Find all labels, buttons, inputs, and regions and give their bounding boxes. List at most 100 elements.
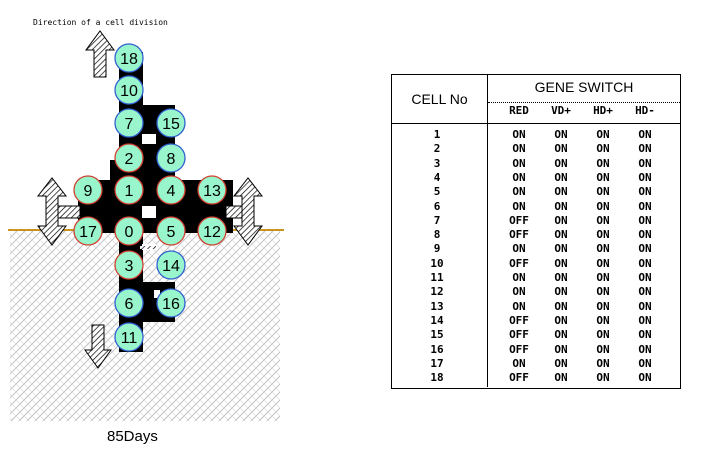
cell-label: 11 bbox=[121, 330, 138, 347]
cell-label: 2 bbox=[125, 151, 134, 168]
cell-circle bbox=[156, 175, 186, 205]
col-header-hd-plus: HD+ bbox=[593, 104, 613, 117]
cell-label: 7 bbox=[125, 116, 134, 133]
hd-plus-switch: ON bbox=[596, 328, 610, 342]
vd-plus-switch: ON bbox=[554, 213, 568, 227]
vd-plus-switch: ON bbox=[554, 199, 568, 213]
arrow-left-horizontal-icon bbox=[57, 205, 81, 219]
cell-4: 4 bbox=[156, 175, 186, 205]
cell-circle bbox=[73, 175, 103, 205]
hd-minus-switch: ON bbox=[638, 271, 652, 284]
soil-region bbox=[10, 231, 280, 421]
cell-0: 0 bbox=[114, 216, 144, 246]
cell-number: 6 bbox=[433, 199, 441, 213]
hd-plus-switch: ON bbox=[596, 256, 610, 270]
red-switch: OFF bbox=[509, 313, 529, 327]
hd-plus-switch: ON bbox=[596, 342, 610, 356]
hd-minus-switch: ON bbox=[638, 156, 652, 170]
cell-label: 4 bbox=[167, 183, 176, 200]
hd-minus-switch: ON bbox=[638, 142, 652, 156]
cell-circle bbox=[114, 216, 144, 246]
cell-15: 15 bbox=[156, 108, 186, 138]
cell-number: 2 bbox=[433, 142, 441, 156]
cell-circle bbox=[114, 108, 144, 138]
vd-plus-switch: ON bbox=[554, 313, 568, 327]
cell-7: 7 bbox=[114, 108, 144, 138]
cell-label: 15 bbox=[162, 116, 180, 133]
cell-circle bbox=[114, 43, 144, 73]
cell-circle bbox=[156, 288, 186, 318]
vd-plus-switch: ON bbox=[554, 185, 568, 199]
cell-6: 6 bbox=[114, 288, 144, 318]
red-switch: ON bbox=[512, 128, 526, 141]
red-switch: ON bbox=[512, 285, 526, 299]
vd-plus-switch: ON bbox=[554, 342, 568, 356]
hd-plus-switch: ON bbox=[596, 285, 610, 299]
cell-number: 1 bbox=[433, 128, 441, 141]
cell-label: 3 bbox=[125, 258, 134, 275]
red-switch: OFF bbox=[509, 342, 529, 356]
cell-label: 17 bbox=[79, 224, 97, 241]
hd-plus-switch: ON bbox=[596, 228, 610, 242]
cell-label: 5 bbox=[167, 224, 176, 241]
vd-plus-switch: ON bbox=[554, 371, 568, 385]
arrow-right-vertical-icon bbox=[232, 177, 264, 246]
cell-circle bbox=[156, 250, 186, 280]
cell-2: 2 bbox=[114, 143, 144, 173]
division-caption: Direction of a cell division bbox=[33, 18, 168, 27]
cell-circle bbox=[197, 175, 227, 205]
arrow-left-vertical-icon bbox=[36, 177, 68, 246]
red-switch: ON bbox=[512, 142, 526, 156]
cell-circle bbox=[114, 322, 144, 352]
days-label: 85Days bbox=[107, 428, 158, 445]
vd-plus-switch: ON bbox=[554, 156, 568, 170]
cell-11: 11 bbox=[114, 322, 144, 352]
cell-circle bbox=[73, 216, 103, 246]
cell-label: 16 bbox=[162, 296, 180, 313]
cell-circle bbox=[114, 288, 144, 318]
division-arrows bbox=[36, 30, 264, 369]
vd-plus-switch: ON bbox=[554, 128, 568, 141]
red-switch: ON bbox=[512, 271, 526, 284]
hd-plus-switch: ON bbox=[596, 371, 610, 385]
cell-circle bbox=[114, 250, 144, 280]
table-dotted-divider bbox=[488, 102, 680, 103]
col-header-hd-minus: HD- bbox=[635, 104, 655, 117]
cell-label: 0 bbox=[125, 224, 134, 241]
cell-14: 14 bbox=[156, 250, 186, 280]
cell-number: 10 bbox=[430, 256, 444, 270]
cell-label: 9 bbox=[84, 183, 93, 200]
cell-label: 10 bbox=[120, 83, 138, 100]
red-switch: OFF bbox=[509, 256, 529, 270]
hd-plus-switch: ON bbox=[596, 271, 610, 284]
cell-3: 3 bbox=[114, 250, 144, 280]
cell-number: 16 bbox=[430, 342, 444, 356]
hd-minus-switch: ON bbox=[638, 256, 652, 270]
col-header-red: RED bbox=[509, 104, 529, 117]
cell-10: 10 bbox=[114, 75, 144, 105]
red-switch: ON bbox=[512, 170, 526, 184]
red-switch: ON bbox=[512, 185, 526, 199]
cell-circle bbox=[114, 175, 144, 205]
hd-plus-switch: ON bbox=[596, 170, 610, 184]
hd-plus-switch: ON bbox=[596, 356, 610, 370]
vd-plus-switch: ON bbox=[554, 328, 568, 342]
hd-plus-switch: ON bbox=[596, 128, 610, 141]
cell-circle bbox=[156, 143, 186, 173]
cell-number: 5 bbox=[433, 185, 441, 199]
vd-plus-switch: ON bbox=[554, 271, 568, 284]
hd-minus-switch: ON bbox=[638, 313, 652, 327]
red-switch: ON bbox=[512, 199, 526, 213]
hd-plus-switch: ON bbox=[596, 142, 610, 156]
cell-label: 6 bbox=[125, 296, 134, 313]
red-switch: ON bbox=[512, 299, 526, 313]
